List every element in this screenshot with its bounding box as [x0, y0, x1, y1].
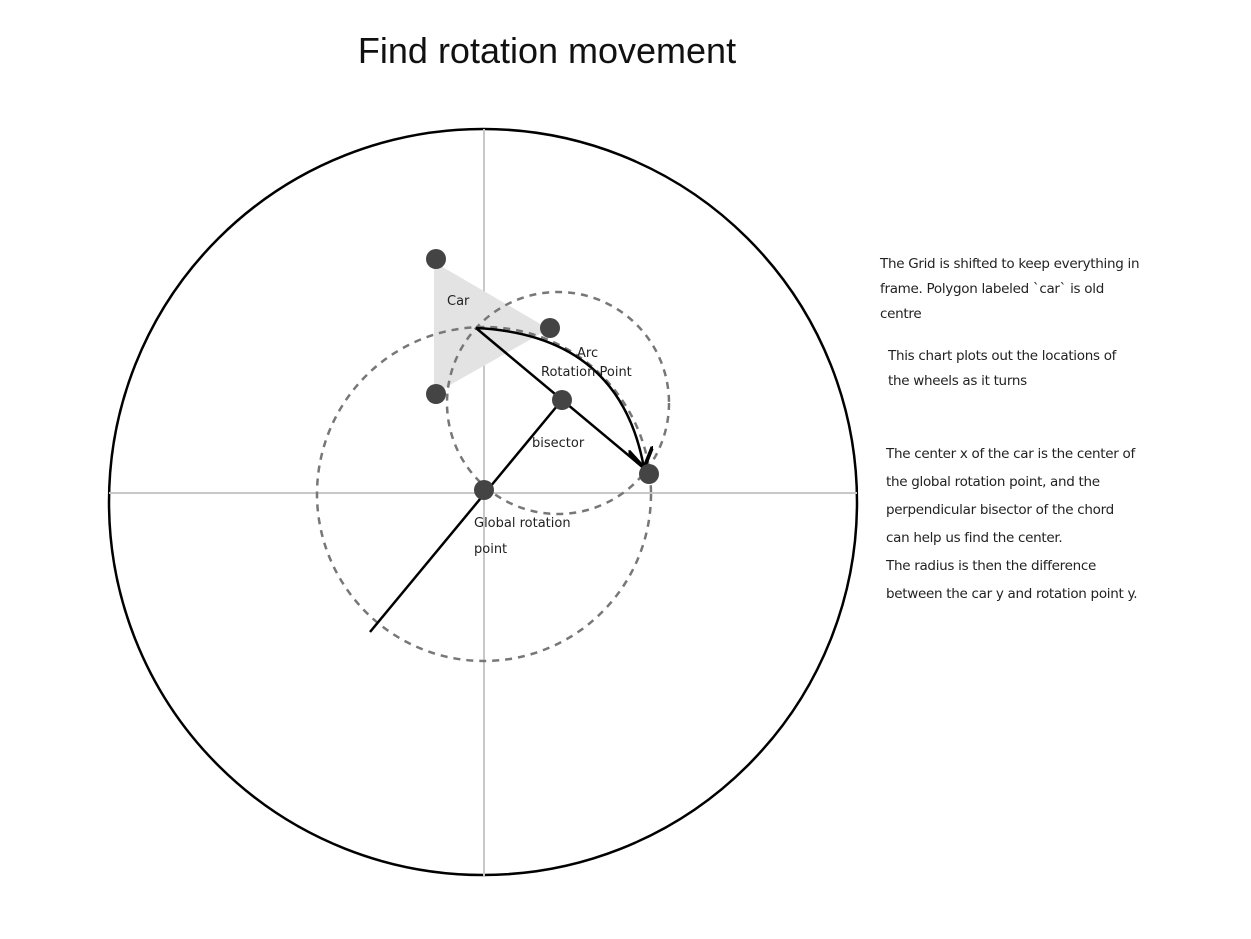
global-rotation-dot — [474, 480, 494, 500]
note-line: the wheels as it turns — [888, 373, 1027, 389]
rotation-dashed-circle — [445, 290, 671, 516]
wheel-dot-rear-top — [426, 249, 446, 269]
note-line: can help us find the center. — [886, 530, 1063, 546]
wheel-dot-front — [540, 318, 560, 338]
note-line: frame. Polygon labeled `car` is old — [880, 281, 1104, 297]
arc-label: Arc — [577, 346, 598, 361]
bisector-line — [369, 399, 563, 633]
note-line: This chart plots out the locations of — [888, 348, 1117, 364]
arc-arrow — [475, 326, 644, 468]
note-chart-purpose: This chart plots out the locations of th… — [888, 344, 1116, 394]
global-dashed-circle — [315, 325, 653, 663]
note-line: The Grid is shifted to keep everything i… — [880, 256, 1140, 272]
note-center-explanation: The center x of the car is the center of… — [886, 440, 1138, 608]
global-rotation-label-line1: Global rotation — [474, 516, 571, 531]
diagram-title: Find rotation movement — [357, 30, 737, 71]
note-line: centre — [880, 306, 922, 322]
rotation-point-dot — [552, 390, 572, 410]
car-label: Car — [447, 294, 470, 309]
rotation-point-label: Rotation Point — [541, 365, 632, 380]
note-line: The radius is then the difference — [886, 558, 1097, 574]
note-grid-shift: The Grid is shifted to keep everything i… — [880, 252, 1140, 327]
new-position-dot — [639, 464, 659, 484]
note-line: the global rotation point, and the — [886, 474, 1100, 490]
global-rotation-label-line2: point — [474, 542, 507, 557]
wheel-dot-rear-bottom — [426, 384, 446, 404]
note-line: perpendicular bisector of the chord — [886, 502, 1114, 518]
bisector-label: bisector — [532, 436, 585, 451]
note-line: between the car y and rotation point y. — [886, 586, 1138, 602]
note-line: The center x of the car is the center of — [886, 446, 1135, 462]
